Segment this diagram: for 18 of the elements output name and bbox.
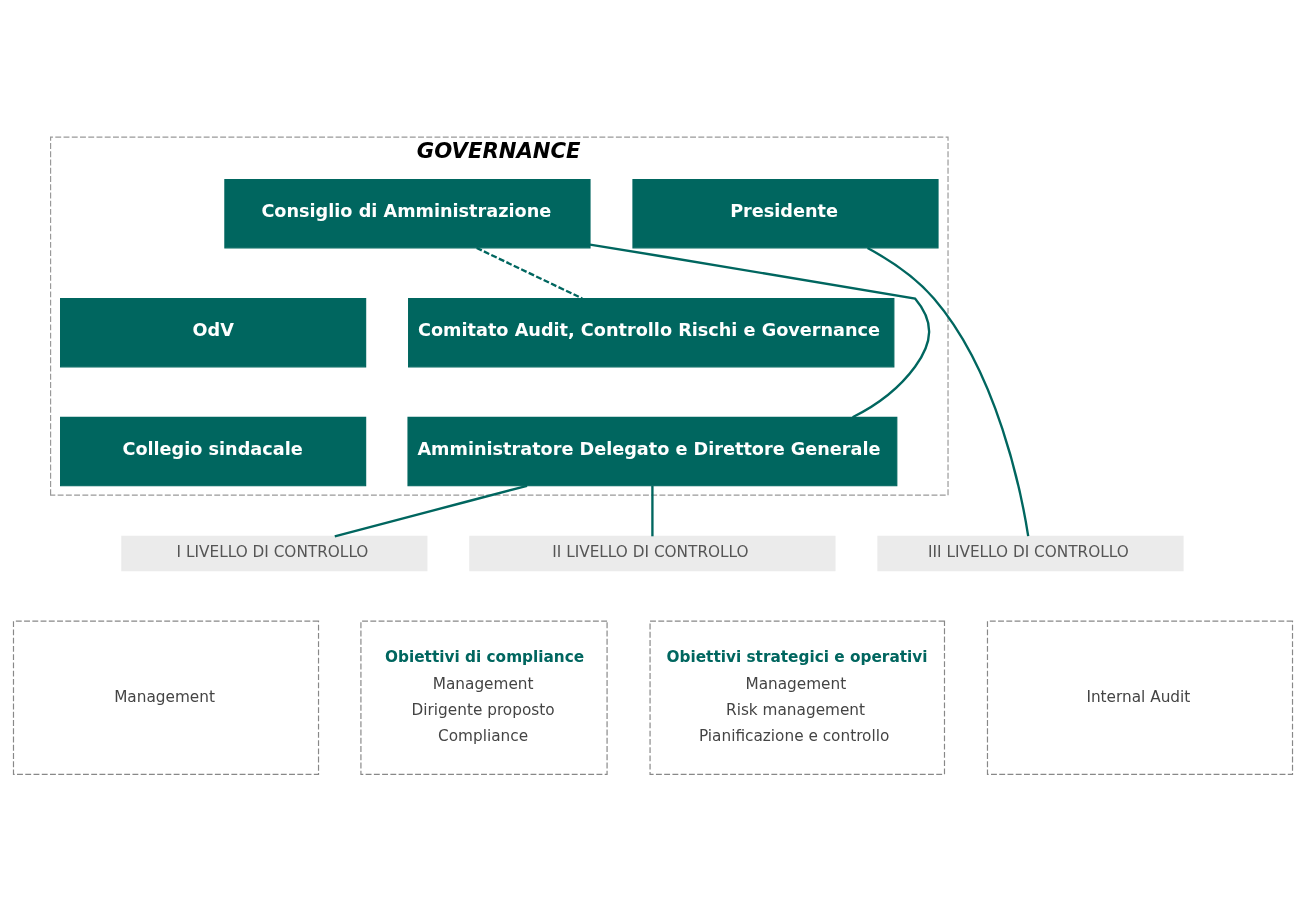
connector — [476, 246, 583, 300]
node-box: Amministratore Delegato e Direttore Generale — [407, 416, 898, 486]
connector — [651, 485, 654, 536]
connector — [867, 246, 1030, 536]
node-box: Management — [12, 620, 320, 775]
node-box: Obiettivi di compliance Management Dirigente proposto Compliance — [360, 620, 608, 775]
node-box: I LIVELLO DI CONTROLLO — [121, 535, 428, 571]
connector — [589, 242, 931, 418]
node-box: Consiglio di Amministrazione — [224, 178, 591, 248]
node-box: Comitato Audit, Controllo Rischi e Governance — [408, 297, 895, 367]
connector — [334, 484, 528, 538]
node-box: Collegio sindacale — [60, 416, 367, 486]
node-box: Presidente — [632, 178, 939, 248]
node-box: Obiettivi strategici e operativi Management Risk management Pianificazione e controllo — [649, 620, 946, 775]
node-box: Internal Audit — [986, 620, 1294, 775]
node-box: III LIVELLO DI CONTROLLO — [877, 535, 1184, 571]
node-box: II LIVELLO DI CONTROLLO — [469, 535, 836, 571]
node-box: OdV — [60, 297, 367, 367]
